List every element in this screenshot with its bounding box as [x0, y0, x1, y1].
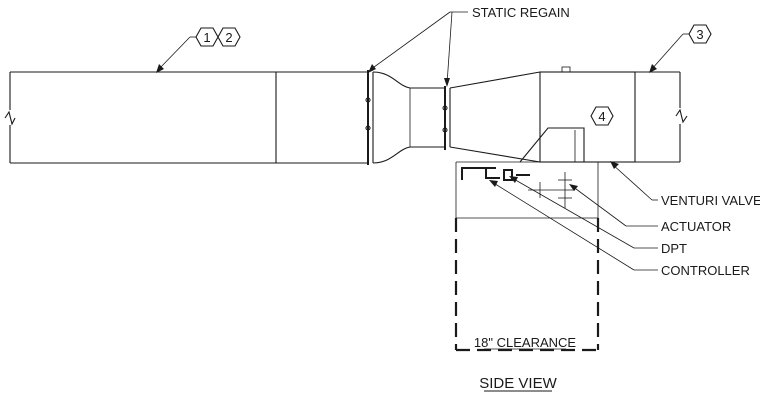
tag-1-hexagon: 1: [195, 27, 219, 47]
venturi-valve-body: [539, 66, 688, 163]
static-regain-label: STATIC REGAIN: [472, 5, 570, 20]
dpt-label: DPT: [661, 241, 687, 256]
static-regain-leaders: [368, 11, 468, 87]
view-title: SIDE VIEW: [479, 375, 557, 392]
clearance-zone: [454, 218, 600, 352]
actuator-bracket: [519, 127, 585, 163]
static-regain-transition: [365, 70, 541, 165]
tag-2-hexagon: 2: [217, 27, 241, 47]
controller-label: CONTROLLER: [661, 263, 750, 278]
tag-4-hexagon: 4: [590, 106, 614, 126]
tag-1-label: 1: [203, 30, 210, 45]
tag-3-leader: [649, 33, 689, 73]
inlet-duct: [4, 71, 368, 164]
tag-3-hexagon: 3: [688, 24, 712, 44]
clearance-label: 18" CLEARANCE: [474, 335, 576, 350]
tag-2-label: 2: [225, 30, 232, 45]
actuator-label: ACTUATOR: [661, 219, 731, 234]
tag-4-label: 4: [598, 109, 605, 124]
callout-leaders: [489, 161, 658, 271]
tag-3-label: 3: [696, 27, 703, 42]
venturi-valve-label: VENTURI VALVE: [661, 193, 760, 208]
tag-1-2-leader: [156, 36, 196, 73]
controller-enclosure: [455, 161, 599, 219]
